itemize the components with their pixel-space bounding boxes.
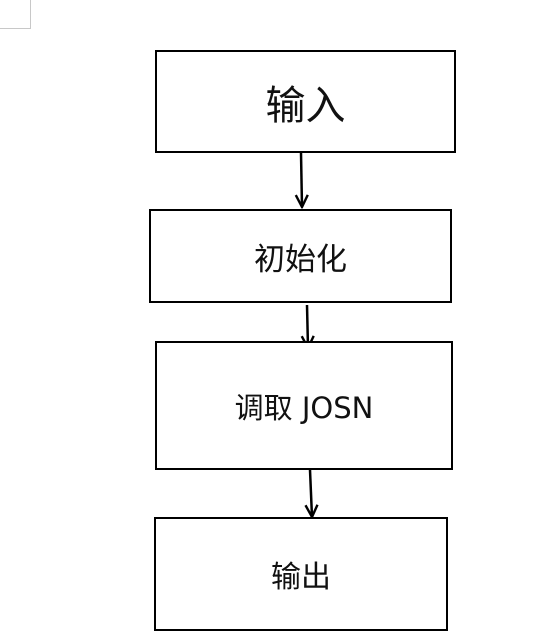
node-label-init: 初始化: [254, 241, 347, 278]
flow-node-init: 初始化: [149, 209, 452, 303]
node-label-output: 输出: [271, 560, 331, 595]
flow-node-fetch-json: 调取 JOSN: [155, 341, 453, 470]
node-label-input: 输入: [265, 82, 346, 129]
flow-node-output: 输出: [154, 517, 448, 631]
page-corner-mark: [0, 0, 31, 29]
arrow-input-to-init: [301, 152, 302, 207]
arrow-fetch-to-output: [310, 469, 312, 517]
node-label-fetch: 调取 JOSN: [234, 390, 374, 425]
flow-node-input: 输入: [155, 50, 456, 153]
